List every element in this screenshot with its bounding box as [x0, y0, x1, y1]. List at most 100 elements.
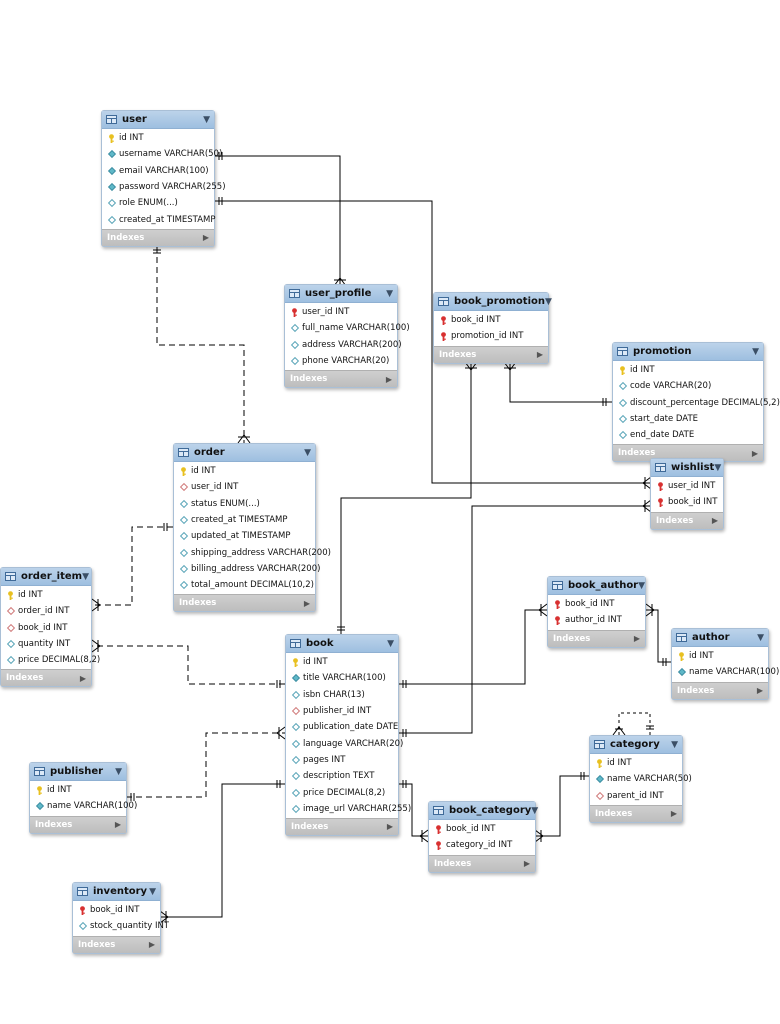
collapse-arrow-icon[interactable]: ▼ — [304, 447, 311, 458]
column-row[interactable]: start_date DATE — [613, 411, 763, 427]
column-row[interactable]: role ENUM(...) — [102, 195, 214, 211]
column-row[interactable]: parent_id INT — [590, 788, 682, 804]
table-header[interactable]: book_promotion▼ — [434, 293, 552, 311]
indexes-bar[interactable]: Indexes▶ — [590, 804, 682, 822]
column-row[interactable]: billing_address VARCHAR(200) — [174, 561, 320, 577]
collapse-arrow-icon[interactable]: ▼ — [115, 766, 122, 777]
collapse-arrow-icon[interactable]: ▼ — [752, 346, 759, 357]
column-row[interactable]: publication_date DATE — [286, 719, 398, 735]
collapse-arrow-icon[interactable]: ▼ — [203, 114, 210, 125]
collapse-arrow-icon[interactable]: ▼ — [386, 288, 393, 299]
table-header[interactable]: order_item▼ — [1, 568, 91, 586]
column-row[interactable]: created_at TIMESTAMP — [174, 512, 315, 528]
indexes-bar[interactable]: Indexes▶ — [73, 935, 160, 953]
column-row[interactable]: image_url VARCHAR(255) — [286, 801, 411, 817]
indexes-bar[interactable]: Indexes▶ — [1, 669, 91, 687]
column-row[interactable]: shipping_address VARCHAR(200) — [174, 544, 331, 560]
indexes-bar[interactable]: Indexes▶ — [434, 345, 548, 363]
table-header[interactable]: user▼ — [102, 111, 214, 129]
column-row[interactable]: description TEXT — [286, 768, 398, 784]
indexes-bar[interactable]: Indexes▶ — [672, 681, 768, 699]
expand-arrow-icon[interactable]: ▶ — [114, 820, 121, 830]
column-row[interactable]: password VARCHAR(255) — [102, 179, 226, 195]
column-row[interactable]: name VARCHAR(50) — [590, 771, 692, 787]
column-row[interactable]: language VARCHAR(20) — [286, 735, 403, 751]
column-row[interactable]: id INT — [30, 782, 126, 798]
indexes-bar[interactable]: Indexes▶ — [174, 594, 315, 612]
column-row[interactable]: email VARCHAR(100) — [102, 163, 214, 179]
column-row[interactable]: book_id INT — [1, 620, 91, 636]
column-row[interactable]: book_id INT — [548, 596, 645, 612]
indexes-bar[interactable]: Indexes▶ — [286, 817, 398, 835]
column-row[interactable]: end_date DATE — [613, 427, 763, 443]
column-row[interactable]: book_id INT — [429, 821, 535, 837]
expand-arrow-icon[interactable]: ▶ — [711, 516, 718, 526]
table-header[interactable]: user_profile▼ — [285, 285, 397, 303]
expand-arrow-icon[interactable]: ▶ — [523, 859, 530, 869]
column-row[interactable]: category_id INT — [429, 837, 535, 853]
column-row[interactable]: id INT — [672, 648, 768, 664]
table-header[interactable]: wishlist▼ — [651, 459, 723, 477]
column-row[interactable]: book_id INT — [651, 494, 723, 510]
column-row[interactable]: quantity INT — [1, 636, 91, 652]
column-row[interactable]: isbn CHAR(13) — [286, 687, 398, 703]
column-row[interactable]: price DECIMAL(8,2) — [286, 784, 398, 800]
collapse-arrow-icon[interactable]: ▼ — [149, 886, 156, 897]
column-row[interactable]: user_id INT — [285, 304, 397, 320]
column-row[interactable]: promotion_id INT — [434, 328, 548, 344]
column-row[interactable]: id INT — [102, 130, 214, 146]
table-header[interactable]: inventory▼ — [73, 883, 160, 901]
collapse-arrow-icon[interactable]: ▼ — [757, 632, 764, 643]
table-header[interactable]: publisher▼ — [30, 763, 126, 781]
column-row[interactable]: stock_quantity INT — [73, 918, 169, 934]
expand-arrow-icon[interactable]: ▶ — [386, 822, 393, 832]
table-header[interactable]: promotion▼ — [613, 343, 763, 361]
column-row[interactable]: user_id INT — [651, 478, 723, 494]
indexes-bar[interactable]: Indexes▶ — [30, 815, 126, 833]
expand-arrow-icon[interactable]: ▶ — [303, 598, 310, 608]
expand-arrow-icon[interactable]: ▶ — [202, 233, 209, 243]
column-row[interactable]: book_id INT — [434, 312, 548, 328]
column-row[interactable]: pages INT — [286, 752, 398, 768]
column-row[interactable]: name VARCHAR(100) — [30, 798, 137, 814]
table-header[interactable]: author▼ — [672, 629, 768, 647]
column-row[interactable]: code VARCHAR(20) — [613, 378, 763, 394]
table-header[interactable]: order▼ — [174, 444, 315, 462]
table-header[interactable]: book_author▼ — [548, 577, 645, 595]
column-row[interactable]: total_amount DECIMAL(10,2) — [174, 577, 315, 593]
collapse-arrow-icon[interactable]: ▼ — [531, 805, 539, 816]
column-row[interactable]: id INT — [286, 654, 398, 670]
expand-arrow-icon[interactable]: ▶ — [148, 940, 155, 950]
indexes-bar[interactable]: Indexes▶ — [429, 854, 535, 872]
collapse-arrow-icon[interactable]: ▼ — [387, 638, 394, 649]
column-row[interactable]: discount_percentage DECIMAL(5,2) — [613, 395, 780, 411]
collapse-arrow-icon[interactable]: ▼ — [671, 739, 678, 750]
column-row[interactable]: id INT — [174, 463, 315, 479]
column-row[interactable]: phone VARCHAR(20) — [285, 353, 397, 369]
expand-arrow-icon[interactable]: ▶ — [385, 374, 392, 384]
column-row[interactable]: book_id INT — [73, 902, 160, 918]
column-row[interactable]: name VARCHAR(100) — [672, 664, 779, 680]
column-row[interactable]: username VARCHAR(50) — [102, 146, 222, 162]
table-header[interactable]: book_category▼ — [429, 802, 539, 820]
column-row[interactable]: status ENUM(...) — [174, 496, 315, 512]
column-row[interactable]: user_id INT — [174, 479, 315, 495]
expand-arrow-icon[interactable]: ▶ — [751, 448, 758, 458]
column-row[interactable]: author_id INT — [548, 612, 645, 628]
collapse-arrow-icon[interactable]: ▼ — [638, 580, 646, 591]
expand-arrow-icon[interactable]: ▶ — [79, 673, 86, 683]
collapse-arrow-icon[interactable]: ▼ — [714, 462, 722, 473]
expand-arrow-icon[interactable]: ▶ — [756, 686, 763, 696]
